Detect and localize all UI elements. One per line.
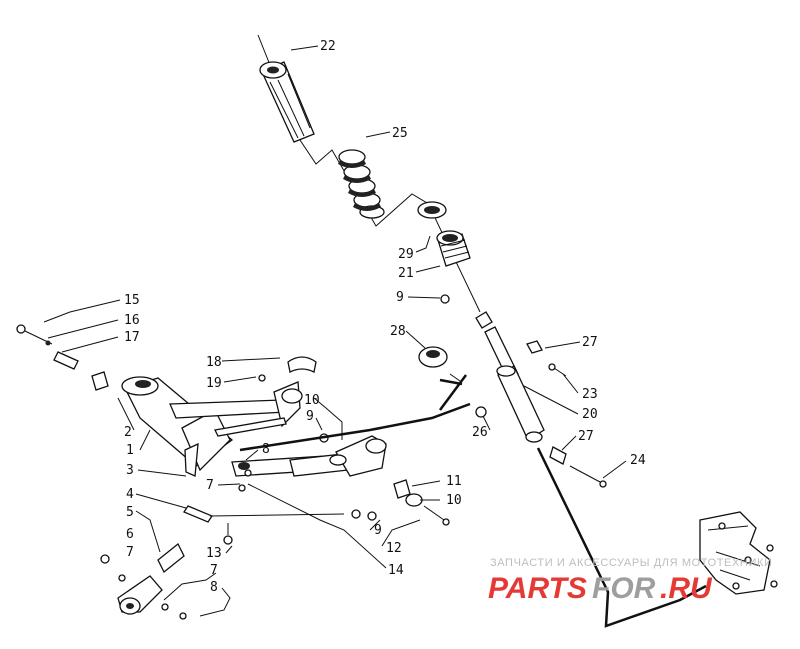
- callout-19: 19: [206, 376, 222, 391]
- callout-17: 17: [124, 330, 140, 345]
- callout-29: 29: [398, 247, 414, 262]
- callout-12: 12: [386, 541, 402, 556]
- bolt-24: [569, 465, 607, 488]
- callout-7: 7: [210, 563, 218, 578]
- tie-rod: [157, 505, 345, 574]
- callout-10: 10: [304, 393, 320, 408]
- callout-7: 7: [126, 545, 134, 560]
- callout-4: 4: [126, 487, 134, 502]
- callout-11: 11: [446, 474, 462, 489]
- watermark-logo-for: FOR: [592, 572, 656, 605]
- spacer-upper: [526, 340, 543, 354]
- callout-28: 28: [390, 324, 406, 339]
- callout-8: 8: [210, 580, 218, 595]
- adjuster-collar: [436, 230, 471, 267]
- callout-16: 16: [124, 313, 140, 328]
- callout-14: 14: [388, 563, 404, 578]
- callout-10: 10: [446, 493, 462, 508]
- shock-absorber-assembly: [257, 34, 627, 488]
- callout-labels: 22 25 29 21 9 28 27 23 20 26 27 24 15 16…: [124, 39, 646, 595]
- callout-18: 18: [206, 355, 222, 370]
- callout-2: 2: [124, 425, 132, 440]
- watermark: ЗАПЧАСТИ И АКСЕССУАРЫ ДЛЯ МОТОТЕХНИКИ PA…: [488, 557, 772, 605]
- callout-15: 15: [124, 293, 140, 308]
- steering-knuckle: [117, 575, 163, 615]
- callout-20: 20: [582, 407, 598, 422]
- callout-9: 9: [396, 290, 404, 305]
- callout-3: 3: [126, 463, 134, 478]
- callout-27: 27: [582, 335, 598, 350]
- callout-26: 26: [472, 425, 488, 440]
- seal-ring: [418, 346, 448, 368]
- callout-22: 22: [320, 39, 336, 54]
- nut-26: [475, 406, 487, 418]
- callout-27: 27: [578, 429, 594, 444]
- spring-retainer: [417, 201, 447, 219]
- callout-9: 9: [374, 523, 382, 538]
- watermark-logo-ru: .RU: [660, 572, 713, 605]
- callout-23: 23: [582, 387, 598, 402]
- shock-body: [475, 311, 545, 443]
- callout-6: 6: [126, 527, 134, 542]
- lower-a-arm: [231, 435, 387, 477]
- watermark-logo-parts: PARTS: [488, 572, 587, 605]
- nut-9-top: [440, 294, 450, 304]
- callout-9: 9: [306, 409, 314, 424]
- pivot-bolt: [16, 324, 109, 391]
- callout-13: 13: [206, 546, 222, 561]
- callout-5: 5: [126, 505, 134, 520]
- callout-21: 21: [398, 266, 414, 281]
- bushing-cap: [287, 356, 317, 373]
- callout-7: 7: [206, 478, 214, 493]
- coil-spring: [338, 149, 385, 219]
- upper-a-arm: [169, 381, 303, 437]
- callout-25: 25: [392, 126, 408, 141]
- suspension-arm-assembly: [16, 299, 471, 620]
- chassis-bracket: [699, 511, 778, 595]
- watermark-subtitle: ЗАПЧАСТИ И АКСЕССУАРЫ ДЛЯ МОТОТЕХНИКИ: [490, 557, 772, 569]
- callout-1: 1: [126, 443, 134, 458]
- callout-24: 24: [630, 453, 646, 468]
- callout-8: 8: [262, 442, 270, 457]
- spindle-housing: [121, 376, 234, 477]
- shock-boot: [259, 61, 315, 143]
- spacer-lower: [549, 446, 567, 465]
- chassis-connection-line: [536, 447, 707, 628]
